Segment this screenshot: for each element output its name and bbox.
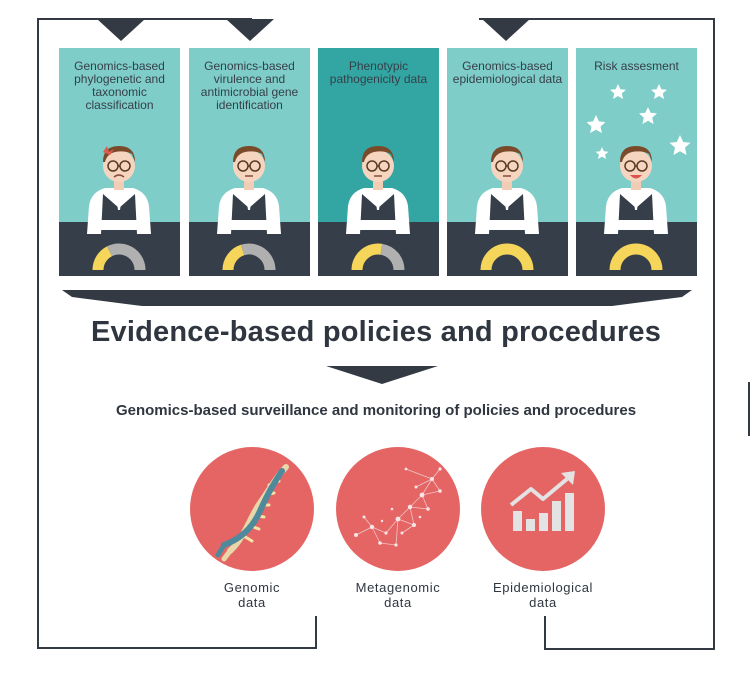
genomic-data-label: Genomic data (182, 580, 322, 610)
down-arrow (326, 366, 438, 384)
neck (244, 180, 254, 190)
label-line-1: Epidemiological (492, 580, 594, 595)
folded-arms (348, 220, 408, 230)
stressed-scientist-icon (87, 146, 151, 234)
gauge-fill-arc (222, 244, 245, 271)
gauge-icon (222, 243, 276, 271)
network-icon (354, 467, 442, 547)
top-arrow-1 (97, 19, 145, 41)
epidemiological-data-label: Epidemiological data (473, 580, 613, 610)
genomic-data-circle (190, 447, 314, 571)
neck (114, 180, 124, 190)
gauge-empty-arc (240, 243, 276, 271)
banner-ribbon (62, 290, 692, 306)
gauge-icon (92, 243, 146, 271)
rising-chart-icon (509, 471, 575, 531)
frame-left (37, 18, 39, 649)
scientist-icon (475, 146, 539, 234)
hair (362, 146, 394, 162)
mouth (113, 174, 125, 178)
hair (620, 146, 652, 162)
gauge-fill-arc (480, 243, 534, 271)
star-icon (639, 107, 657, 124)
stars-icon (586, 84, 691, 159)
collar (246, 196, 252, 210)
epidemiological-data-circle (481, 447, 605, 571)
frame-bottom-right (544, 648, 715, 650)
subheading: Genomics-based surveillance and monitori… (115, 402, 637, 419)
happy-scientist-icon (604, 146, 668, 234)
metagenomic-data-circle (336, 447, 460, 571)
neck (631, 180, 641, 190)
neck (373, 180, 383, 190)
folded-arms (606, 220, 666, 230)
panel-phylogenetic-classification: Genomics-based phylogenetic and taxonomi… (59, 48, 180, 276)
metagenomic-data-label: Metagenomic data (328, 580, 468, 610)
gauge-fill-arc (92, 246, 113, 271)
panel-title: Risk assesment (594, 59, 679, 73)
gauge-icon (351, 243, 405, 271)
gauge-empty-arc (379, 243, 405, 271)
frame-bottom-right-tick (544, 616, 546, 650)
label-line-2: data (238, 595, 266, 610)
label-line-1: Genomic (223, 580, 281, 595)
frame-bottom-left (37, 647, 317, 649)
star-icon (669, 135, 691, 155)
folded-arms (219, 220, 279, 230)
edge-mark (748, 382, 750, 436)
hair (103, 146, 135, 162)
dna-icon (215, 464, 289, 562)
collar (633, 196, 639, 210)
label-line-2: data (384, 595, 412, 610)
star-icon (586, 115, 606, 133)
star-icon (610, 84, 626, 99)
scientist-icon (217, 146, 281, 234)
star-icon (651, 84, 667, 99)
page-heading: Evidence-based policies and procedures (90, 316, 662, 348)
panel-phenotypic-data: Phenotypic pathogenicity data (318, 48, 439, 276)
panel-title: Genomics-based phylogenetic and taxonomi… (74, 59, 165, 112)
top-arrow-2 (226, 19, 274, 41)
panel-risk-assessment: Risk assesment (576, 48, 697, 276)
gauge-icon (480, 243, 534, 271)
collar (375, 196, 381, 210)
top-arrow-3 (482, 19, 530, 41)
gauge-fill-arc (609, 243, 663, 271)
folded-arms (477, 220, 537, 230)
frame-top-right (479, 18, 715, 20)
panel-epidemiological-data: Genomics-based epidemiological data (447, 48, 568, 276)
scientist-icon (346, 146, 410, 234)
neck (502, 180, 512, 190)
stress-mark (103, 146, 114, 155)
panel-title: Genomics-based epidemiological data (452, 59, 563, 86)
panel-virulence-genes: Genomics-based virulence and antimicrobi… (189, 48, 310, 276)
label-line-2: data (529, 595, 557, 610)
panel-title: Genomics-based virulence and antimicrobi… (200, 59, 299, 112)
frame-bottom-left-tick (315, 616, 317, 649)
folded-arms (89, 220, 149, 230)
panel-title: Phenotypic pathogenicity data (329, 59, 428, 86)
hair (491, 146, 523, 162)
gauge-empty-arc (106, 243, 146, 271)
collar (504, 196, 510, 210)
star-icon (595, 147, 609, 159)
label-line-1: Metagenomic (355, 580, 441, 595)
collar (116, 196, 122, 210)
mouth (630, 175, 642, 179)
frame-right (713, 18, 715, 650)
gauge-fill-arc (351, 243, 383, 271)
hair (233, 146, 265, 162)
gauge-icon (609, 243, 663, 271)
